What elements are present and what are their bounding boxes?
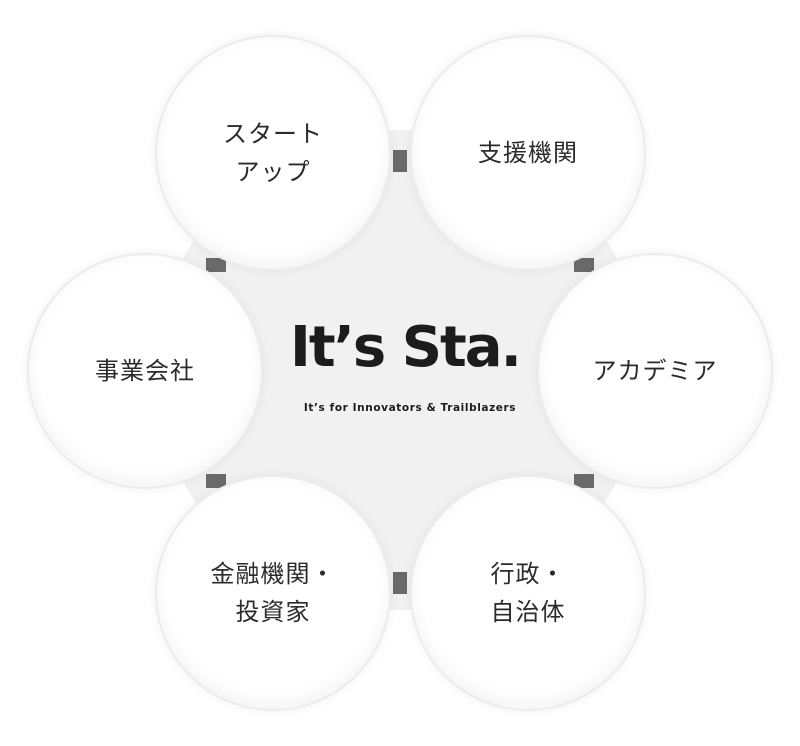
logo-wordmark: It’s Sta. [290, 315, 522, 380]
node-financial-investor: 金融機関・ 投資家 [155, 475, 391, 711]
node-label-business-company: 事業会社 [95, 357, 195, 385]
connector-bottom-left [206, 474, 226, 488]
node-label-support-organization: 支援機関 [478, 139, 578, 167]
node-label-academia: アカデミア [592, 357, 718, 385]
connector-bottom [393, 572, 407, 594]
connector-bottom-right [574, 474, 594, 488]
node-business-company: 事業会社 [27, 253, 263, 489]
node-government: 行政・ 自治体 [410, 475, 646, 711]
node-label-financial-investor: 金融機関・ 投資家 [210, 560, 336, 626]
node-label-government: 行政・ 自治体 [490, 560, 566, 626]
connector-top [393, 150, 407, 172]
node-academia: アカデミア [537, 253, 773, 489]
logo-tagline: It’s for Innovators & Trailblazers [303, 402, 517, 414]
node-startup: スタート アップ [155, 35, 391, 271]
node-label-startup: スタート アップ [223, 120, 323, 186]
connector-top-left [206, 258, 226, 272]
connector-top-right [574, 258, 594, 272]
node-support-organization: 支援機関 [410, 35, 646, 271]
